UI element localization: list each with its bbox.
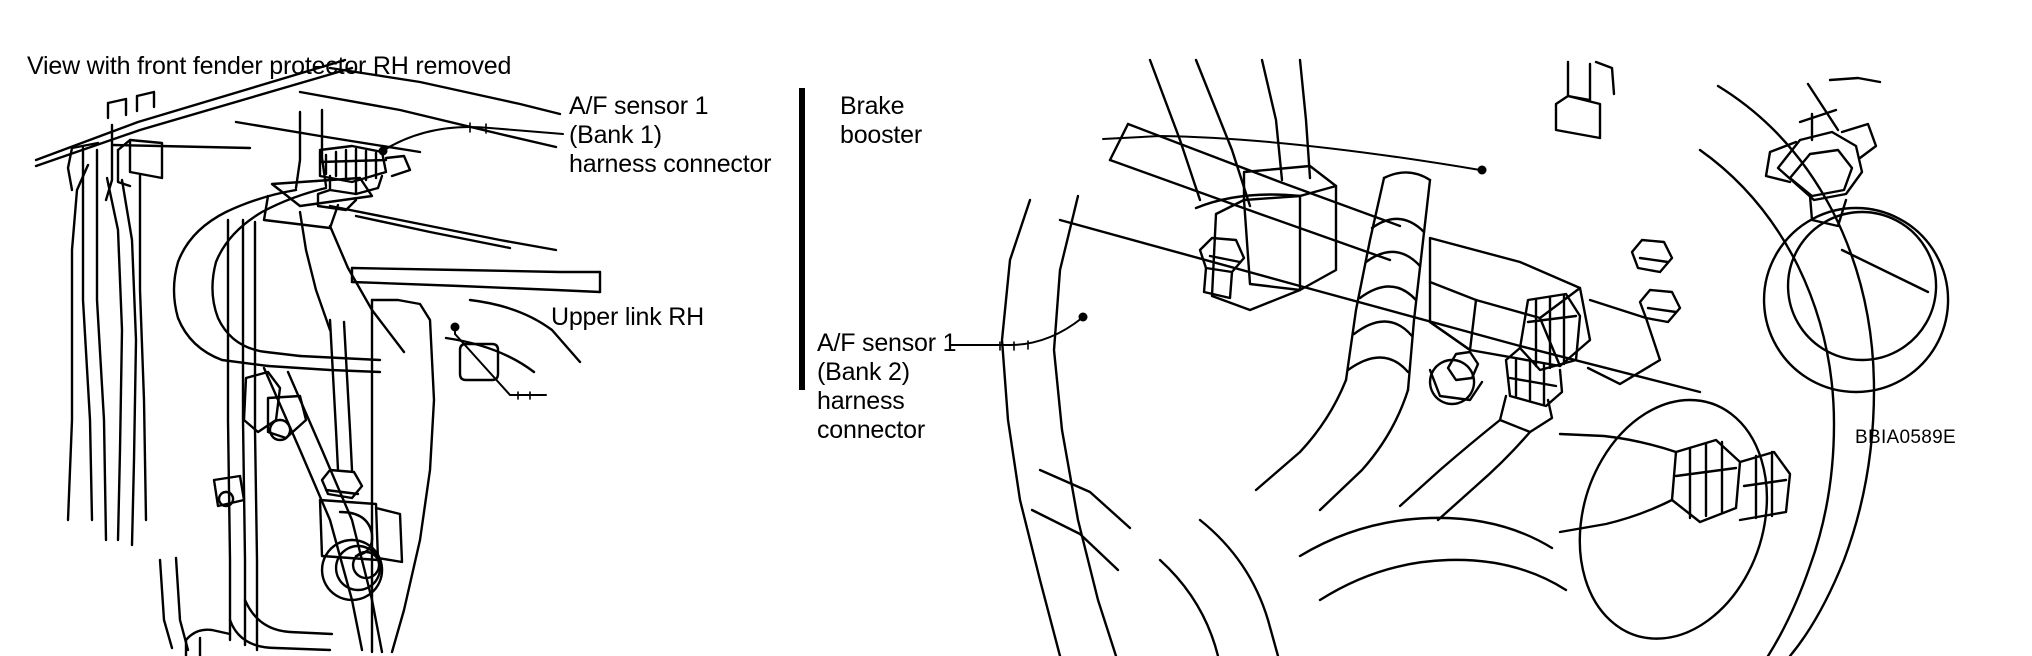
label-upper-link-rh: Upper link RH xyxy=(551,303,705,331)
leader-brake-booster xyxy=(1102,134,1481,171)
dot-upper-link xyxy=(450,322,460,332)
label-brake-booster: Brake booster xyxy=(840,92,922,149)
label-af-sensor-bank1: A/F sensor 1 (Bank 1) harness connector xyxy=(569,92,772,178)
leader-end-dots xyxy=(378,146,1487,332)
dot-bank1 xyxy=(378,146,388,156)
figure-code: BBIA0589E xyxy=(1855,427,1956,448)
leader-bank2 xyxy=(949,317,1083,346)
left-panel-artwork xyxy=(34,58,602,656)
dot-brake-booster xyxy=(1477,165,1487,175)
dot-bank2 xyxy=(1078,312,1088,322)
leader-ticks xyxy=(469,122,1029,400)
label-af-sensor-bank2: A/F sensor 1 (Bank 2) harness connector xyxy=(817,329,957,444)
right-panel-artwork xyxy=(1000,58,1950,656)
left-panel-heading: View with front fender protector RH remo… xyxy=(27,52,512,80)
